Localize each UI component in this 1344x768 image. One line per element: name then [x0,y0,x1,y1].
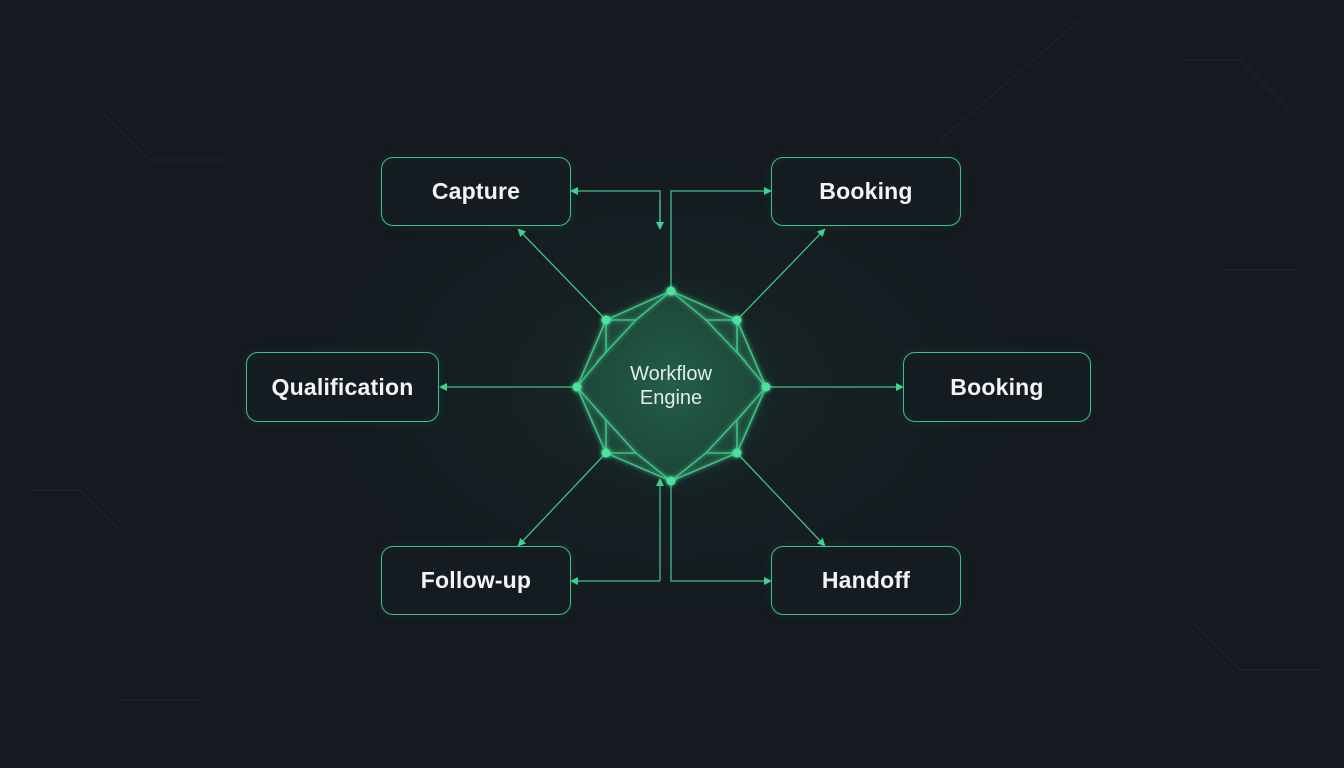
node-booking-top[interactable]: Booking [771,157,961,226]
connector-handoff-route [670,481,772,585]
engine-label-line2: Engine [639,387,703,409]
connectors [439,187,904,585]
node-handoff-label: Handoff [821,567,911,593]
engine-label: Workflow Engine [596,362,746,410]
node-handoff[interactable]: Handoff [771,546,961,615]
node-qualification[interactable]: Qualification [246,352,439,422]
connector-top-route [670,187,772,291]
node-qualification-label: Qualification [271,373,414,400]
connector-handoff [736,452,826,547]
connector-capture-route [570,187,661,229]
node-follow-up-label: Follow-up [420,567,532,593]
node-capture-label: Capture [431,178,521,204]
node-follow-up[interactable]: Follow-up [381,546,571,615]
connection-dots [572,286,771,486]
node-booking-right-label: Booking [950,373,1044,400]
node-booking-right[interactable]: Booking [903,352,1091,422]
connector-booking-top [736,228,826,321]
connector-follow-up [517,452,607,547]
engine-label-line1: Workflow [630,363,712,385]
connector-capture [517,228,607,321]
node-booking-top-label: Booking [819,178,913,204]
node-capture[interactable]: Capture [381,157,571,226]
background-traces [30,19,1320,701]
